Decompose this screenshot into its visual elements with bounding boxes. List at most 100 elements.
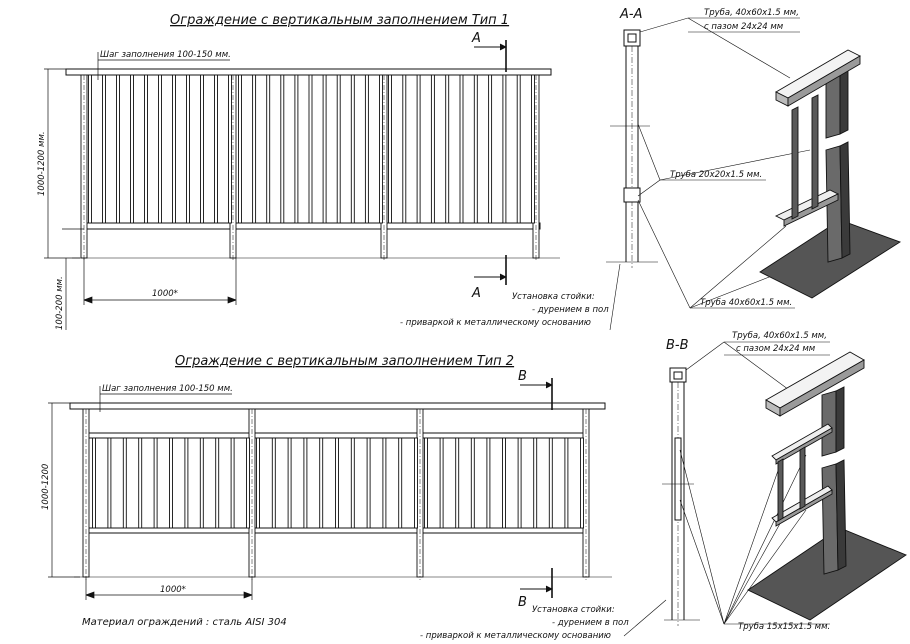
type2-elevation bbox=[69, 402, 612, 580]
infill-bar bbox=[92, 437, 96, 529]
section-aa-title: А-А bbox=[619, 7, 642, 22]
infill-bar bbox=[107, 437, 112, 529]
infill-bar bbox=[350, 74, 355, 224]
infill-bar bbox=[266, 74, 271, 224]
infill-bar bbox=[230, 437, 235, 529]
infill-bar bbox=[130, 74, 134, 224]
type1-pitch-label: Шаг заполнения 100-150 мм. bbox=[100, 50, 231, 60]
aa-install-opt1: - дурением в пол bbox=[532, 305, 609, 315]
infill-bar bbox=[382, 437, 387, 529]
infill-bar bbox=[214, 74, 218, 224]
aa-install-title: Установка стойки: bbox=[512, 292, 595, 302]
infill-bar bbox=[158, 74, 162, 224]
type1-elevation bbox=[65, 68, 560, 262]
material-note: Материал ограждений : сталь AISI 304 bbox=[82, 617, 287, 628]
infill-bar bbox=[199, 437, 204, 529]
infill-bar bbox=[138, 437, 143, 529]
infill-bar bbox=[379, 74, 383, 224]
infill-bar bbox=[580, 437, 584, 529]
infill-bar bbox=[531, 74, 535, 224]
infill-bar bbox=[256, 437, 260, 529]
section-aa-profile bbox=[606, 29, 658, 268]
section-bb-leaders bbox=[623, 341, 830, 637]
type1-infill-bars bbox=[88, 74, 535, 224]
iso-view-a bbox=[759, 49, 902, 299]
type2-height-label: 1000-1200 bbox=[41, 464, 51, 510]
type1-span-label: 1000* bbox=[152, 289, 178, 299]
title-type2: Ограждение с вертикальным заполнением Ти… bbox=[175, 354, 514, 369]
type2-dimensions bbox=[48, 386, 253, 600]
infill-bar bbox=[486, 437, 491, 529]
infill-bar bbox=[502, 74, 507, 224]
infill-bar bbox=[88, 74, 92, 224]
infill-bar bbox=[294, 74, 299, 224]
infill-bar bbox=[445, 74, 450, 224]
infill-bar bbox=[350, 437, 355, 529]
infill-bar bbox=[102, 74, 106, 224]
type1-height-label: 1000-1200 мм. bbox=[37, 131, 47, 196]
infill-bar bbox=[184, 437, 189, 529]
infill-bar bbox=[398, 437, 403, 529]
infill-bar bbox=[414, 437, 418, 529]
section-bb-title: В-В bbox=[666, 338, 689, 353]
infill-bar bbox=[215, 437, 220, 529]
type1-section-mark-top: А bbox=[471, 31, 481, 46]
type2-posts bbox=[82, 408, 590, 580]
infill-bar bbox=[303, 437, 308, 529]
infill-bar bbox=[271, 437, 276, 529]
infill-bar bbox=[228, 74, 232, 224]
infill-bar bbox=[424, 437, 428, 529]
infill-bar bbox=[364, 74, 369, 224]
infill-bar bbox=[439, 437, 444, 529]
infill-bar bbox=[473, 74, 478, 224]
infill-bar bbox=[322, 74, 327, 224]
bb-top-pipe-label-2: с пазом 24х24 мм bbox=[736, 344, 816, 354]
infill-bar bbox=[502, 437, 506, 529]
infill-bar bbox=[488, 74, 493, 224]
infill-bar bbox=[144, 74, 148, 224]
bb-install-opt2: - приваркой к металлическому основанию bbox=[420, 631, 611, 641]
infill-bar bbox=[336, 74, 341, 224]
infill-bar bbox=[169, 437, 173, 529]
infill-bar bbox=[335, 437, 339, 529]
aa-top-pipe-label-2: с пазом 24х24 мм bbox=[704, 22, 784, 32]
type2-section-mark-bottom: В bbox=[518, 595, 527, 610]
infill-bar bbox=[533, 437, 538, 529]
infill-bar bbox=[252, 74, 257, 224]
aa-top-pipe-label-1: Труба, 40х60х1.5 мм, bbox=[704, 8, 799, 18]
infill-bar bbox=[280, 74, 285, 224]
section-bb-profile bbox=[662, 367, 700, 626]
infill-bar bbox=[116, 74, 120, 224]
bb-small-pipe-label: Труба 15х15х1.5 мм. bbox=[738, 622, 830, 632]
infill-bar bbox=[153, 437, 158, 529]
infill-bar bbox=[564, 437, 569, 529]
bb-install-title: Установка стойки: bbox=[532, 605, 615, 615]
infill-bar bbox=[516, 74, 521, 224]
type1-section-mark-bottom: А bbox=[471, 286, 481, 301]
type1-bottom-gap-label: 100-200 мм. bbox=[55, 276, 65, 330]
infill-bar bbox=[366, 437, 371, 529]
infill-bar bbox=[308, 74, 313, 224]
type2-pitch-label: Шаг заполнения 100-150 мм. bbox=[102, 384, 233, 394]
type2-infill-bars bbox=[92, 437, 584, 529]
infill-bar bbox=[455, 437, 460, 529]
infill-bar bbox=[200, 74, 204, 224]
infill-bar bbox=[186, 74, 190, 224]
infill-bar bbox=[287, 437, 292, 529]
infill-bar bbox=[319, 437, 324, 529]
infill-bar bbox=[470, 437, 475, 529]
iso-view-b bbox=[747, 351, 907, 621]
aa-post-pipe-label: Труба 40х60х1.5 мм. bbox=[700, 298, 792, 308]
aa-install-opt2: - приваркой к металлическому основанию bbox=[400, 318, 591, 328]
infill-bar bbox=[517, 437, 522, 529]
bb-install-opt1: - дурением в пол bbox=[552, 618, 629, 628]
infill-bar bbox=[459, 74, 464, 224]
type2-section-mark-top: В bbox=[518, 369, 527, 384]
type2-section-cut bbox=[520, 378, 553, 598]
infill-bar bbox=[402, 74, 407, 224]
infill-bar bbox=[388, 74, 392, 224]
infill-bar bbox=[172, 74, 176, 224]
infill-bar bbox=[122, 437, 127, 529]
type2-span-label: 1000* bbox=[160, 585, 186, 595]
